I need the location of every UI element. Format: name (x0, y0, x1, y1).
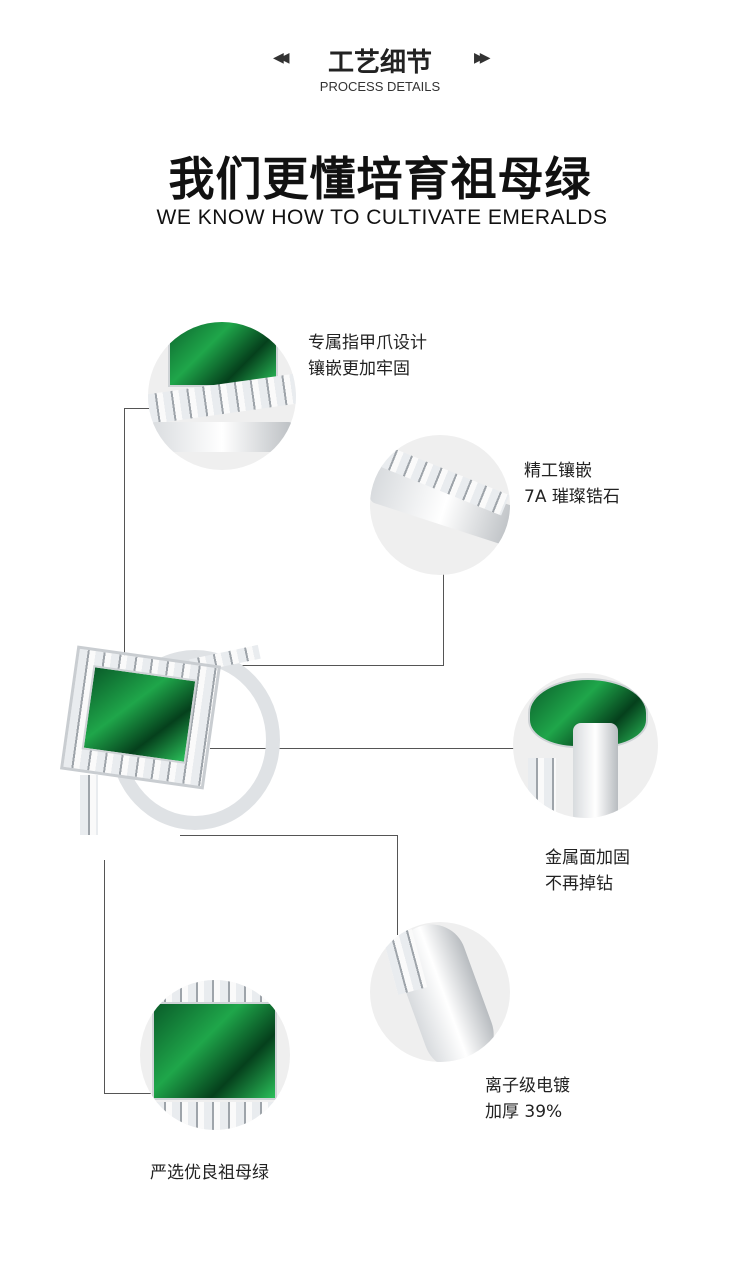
headline: 我们更懂培育祖母绿 (168, 152, 592, 206)
connector-line (104, 1093, 160, 1094)
connector-line (124, 408, 125, 678)
detail-label: 离子级电镀加厚 39% (485, 1073, 570, 1125)
connector-line (124, 408, 160, 409)
detail-emerald-image (140, 980, 290, 1130)
connector-line (104, 860, 105, 1093)
section-subtitle: PROCESS DETAILS (319, 79, 441, 94)
detail-plating-image (370, 922, 510, 1062)
detail-line: 严选优良祖母绿 (150, 1163, 269, 1183)
detail-line: 金属面加固 (545, 848, 630, 868)
connector-line (200, 665, 444, 666)
detail-line: 加厚 39% (485, 1102, 563, 1122)
detail-line: 镶嵌更加牢固 (308, 359, 410, 379)
detail-label: 精工镶嵌 7A 璀璨锆石 (524, 458, 620, 510)
connector-line (397, 835, 398, 935)
ring-image (60, 640, 280, 860)
section-title: 工艺细节 (327, 48, 432, 78)
detail-line: 专属指甲爪设计 (308, 333, 427, 353)
detail-line: 7A 璀璨锆石 (524, 487, 620, 507)
detail-label: 专属指甲爪设计镶嵌更加牢固 (308, 330, 427, 382)
detail-line: 精工镶嵌 (524, 461, 592, 481)
detail-line: 不再掉钻 (545, 874, 613, 894)
detail-metal-image (513, 673, 658, 818)
connector-line (180, 835, 397, 836)
detail-pave-image (370, 435, 510, 575)
detail-label: 金属面加固不再掉钻 (545, 845, 630, 897)
headline-en: WE KNOW HOW TO CULTIVATE EMERALDS (156, 206, 608, 229)
detail-label: 严选优良祖母绿 (150, 1160, 269, 1186)
connector-line (210, 748, 560, 749)
detail-line: 离子级电镀 (485, 1076, 570, 1096)
connector-line (443, 560, 444, 666)
detail-claw-image (148, 322, 296, 470)
